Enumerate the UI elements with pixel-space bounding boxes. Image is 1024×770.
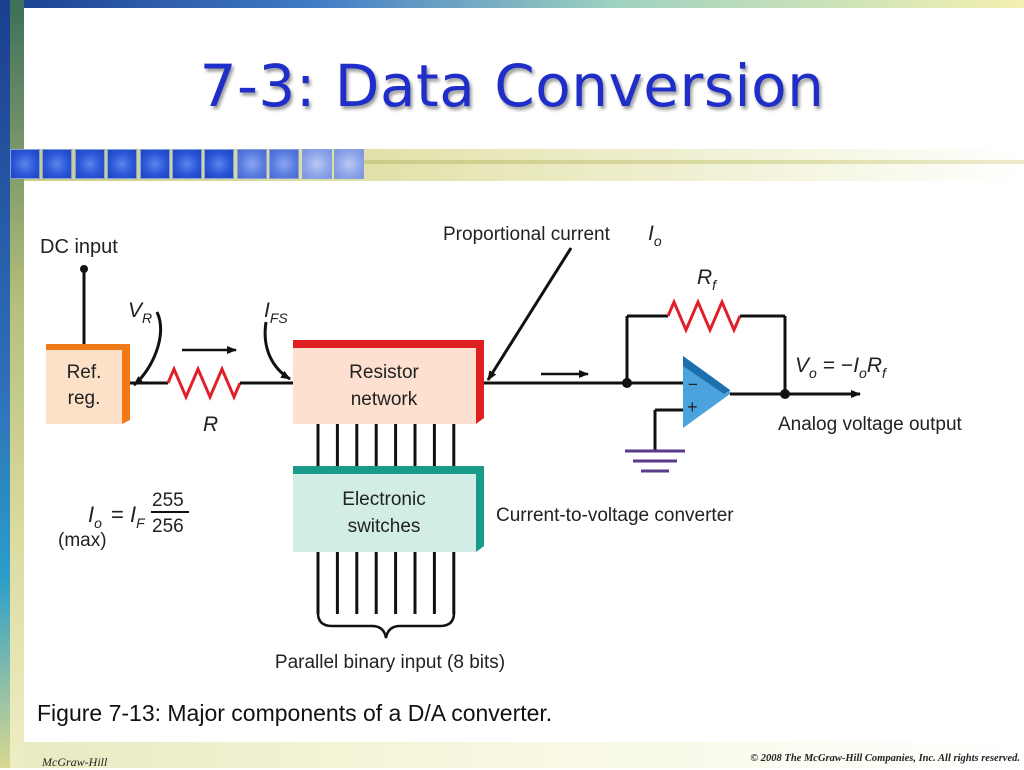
deco-square <box>107 149 138 179</box>
vr-arrow <box>133 311 163 387</box>
electronic-switches-block <box>293 474 476 552</box>
vr-label: VR <box>128 299 152 326</box>
resistor-network-block <box>293 348 476 424</box>
footer-copyright: © 2008 The McGraw-Hill Companies, Inc. A… <box>750 753 1020 764</box>
dc-input-label: DC input <box>40 236 118 258</box>
eq-numerator: 255 <box>152 490 184 511</box>
ifs-arrow <box>263 321 291 381</box>
resistor-network-label-1: Resistor <box>349 362 419 383</box>
opamp-minus: − <box>688 375 698 394</box>
ifs-label: IFS <box>264 299 288 326</box>
opamp-plus: + <box>687 397 698 417</box>
slide-title: 7-3: Data Conversion <box>199 52 825 120</box>
opamp-edge <box>683 356 730 394</box>
ref-reg-block <box>46 350 122 424</box>
proportional-current-label: Proportional current <box>443 224 611 245</box>
proportional-current-arrow <box>486 247 573 381</box>
resistor-rf <box>666 298 742 334</box>
resistor-r <box>166 365 242 401</box>
left-frame-bar <box>0 0 10 768</box>
deco-square <box>10 149 40 179</box>
footer-publisher: McGraw-Hill <box>42 755 108 769</box>
eq-denominator: 256 <box>152 516 184 537</box>
deco-square <box>74 149 105 179</box>
resistor-network-label-2: network <box>351 389 418 410</box>
ref-reg-label-1: Ref. <box>67 362 102 383</box>
deco-square <box>301 149 332 179</box>
io-label: Io <box>648 222 662 249</box>
switches-label-2: switches <box>348 516 421 537</box>
deco-square <box>333 149 364 179</box>
switches-label-1: Electronic <box>342 489 425 510</box>
decorative-line <box>360 160 1024 164</box>
ref-reg-label-2: reg. <box>68 388 101 409</box>
eq-max: (max) <box>58 530 107 551</box>
deco-square <box>171 149 202 179</box>
deco-square <box>42 149 73 179</box>
eq-if: IF <box>130 502 146 531</box>
figure-caption: Figure 7-13: Major components of a D/A c… <box>37 700 553 726</box>
bus-network-to-switches <box>316 424 456 466</box>
analog-output-label: Analog voltage output <box>778 414 963 435</box>
parallel-input-lines <box>316 552 456 614</box>
decorative-squares <box>10 149 366 181</box>
vo-equation: Vo= −IoRf <box>795 354 888 381</box>
rf-label: Rf <box>697 266 718 293</box>
r-label: R <box>203 413 218 436</box>
deco-square <box>204 149 235 179</box>
input-brace <box>316 612 456 639</box>
deco-square <box>269 149 300 179</box>
eq-io: Io <box>88 502 102 531</box>
deco-square <box>139 149 170 179</box>
left-frame-stripe <box>10 0 24 768</box>
c2v-label: Current-to-voltage converter <box>496 505 734 526</box>
eq-equals: = <box>111 502 124 527</box>
junction-output <box>780 389 790 399</box>
deco-square <box>236 149 267 179</box>
parallel-input-label: Parallel binary input (8 bits) <box>275 652 505 673</box>
top-frame-bar <box>0 0 1024 8</box>
bottom-frame-bar <box>24 742 1024 768</box>
